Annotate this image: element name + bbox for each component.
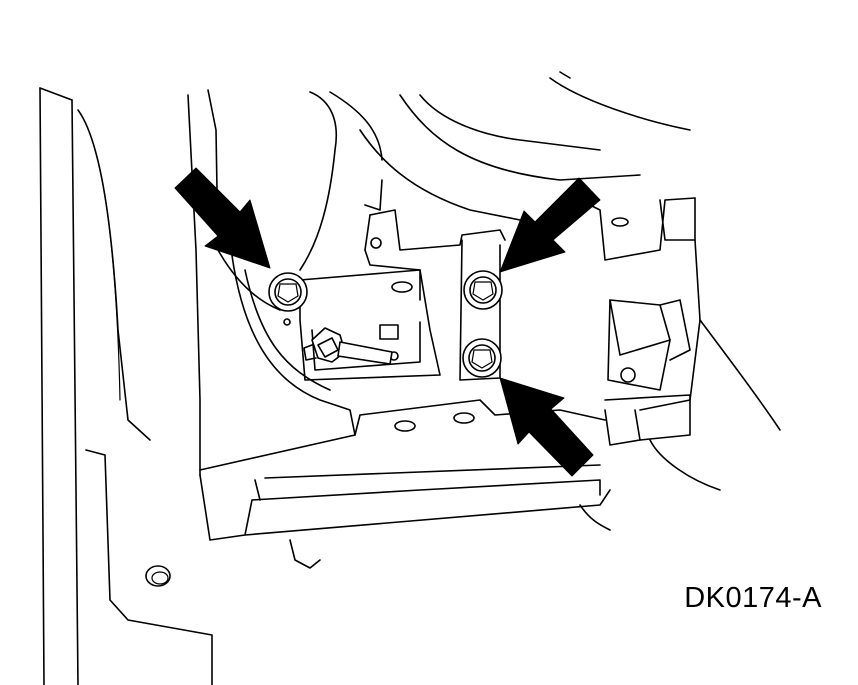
figure-code-label: DK0174-A (684, 582, 822, 614)
cable-lever (303, 327, 393, 365)
arrow-icon (499, 177, 601, 273)
dash-panel (187, 71, 691, 569)
mounting-plate (283, 179, 506, 432)
arrow-icon (174, 167, 271, 269)
right-bracket (589, 197, 781, 491)
arrow-icon (499, 377, 594, 477)
access-hole (145, 565, 171, 587)
bolt-lower-right (462, 338, 502, 378)
body-pillar (39, 87, 213, 685)
bolt-upper-right (463, 270, 503, 310)
bolt-upper-left (268, 272, 308, 312)
